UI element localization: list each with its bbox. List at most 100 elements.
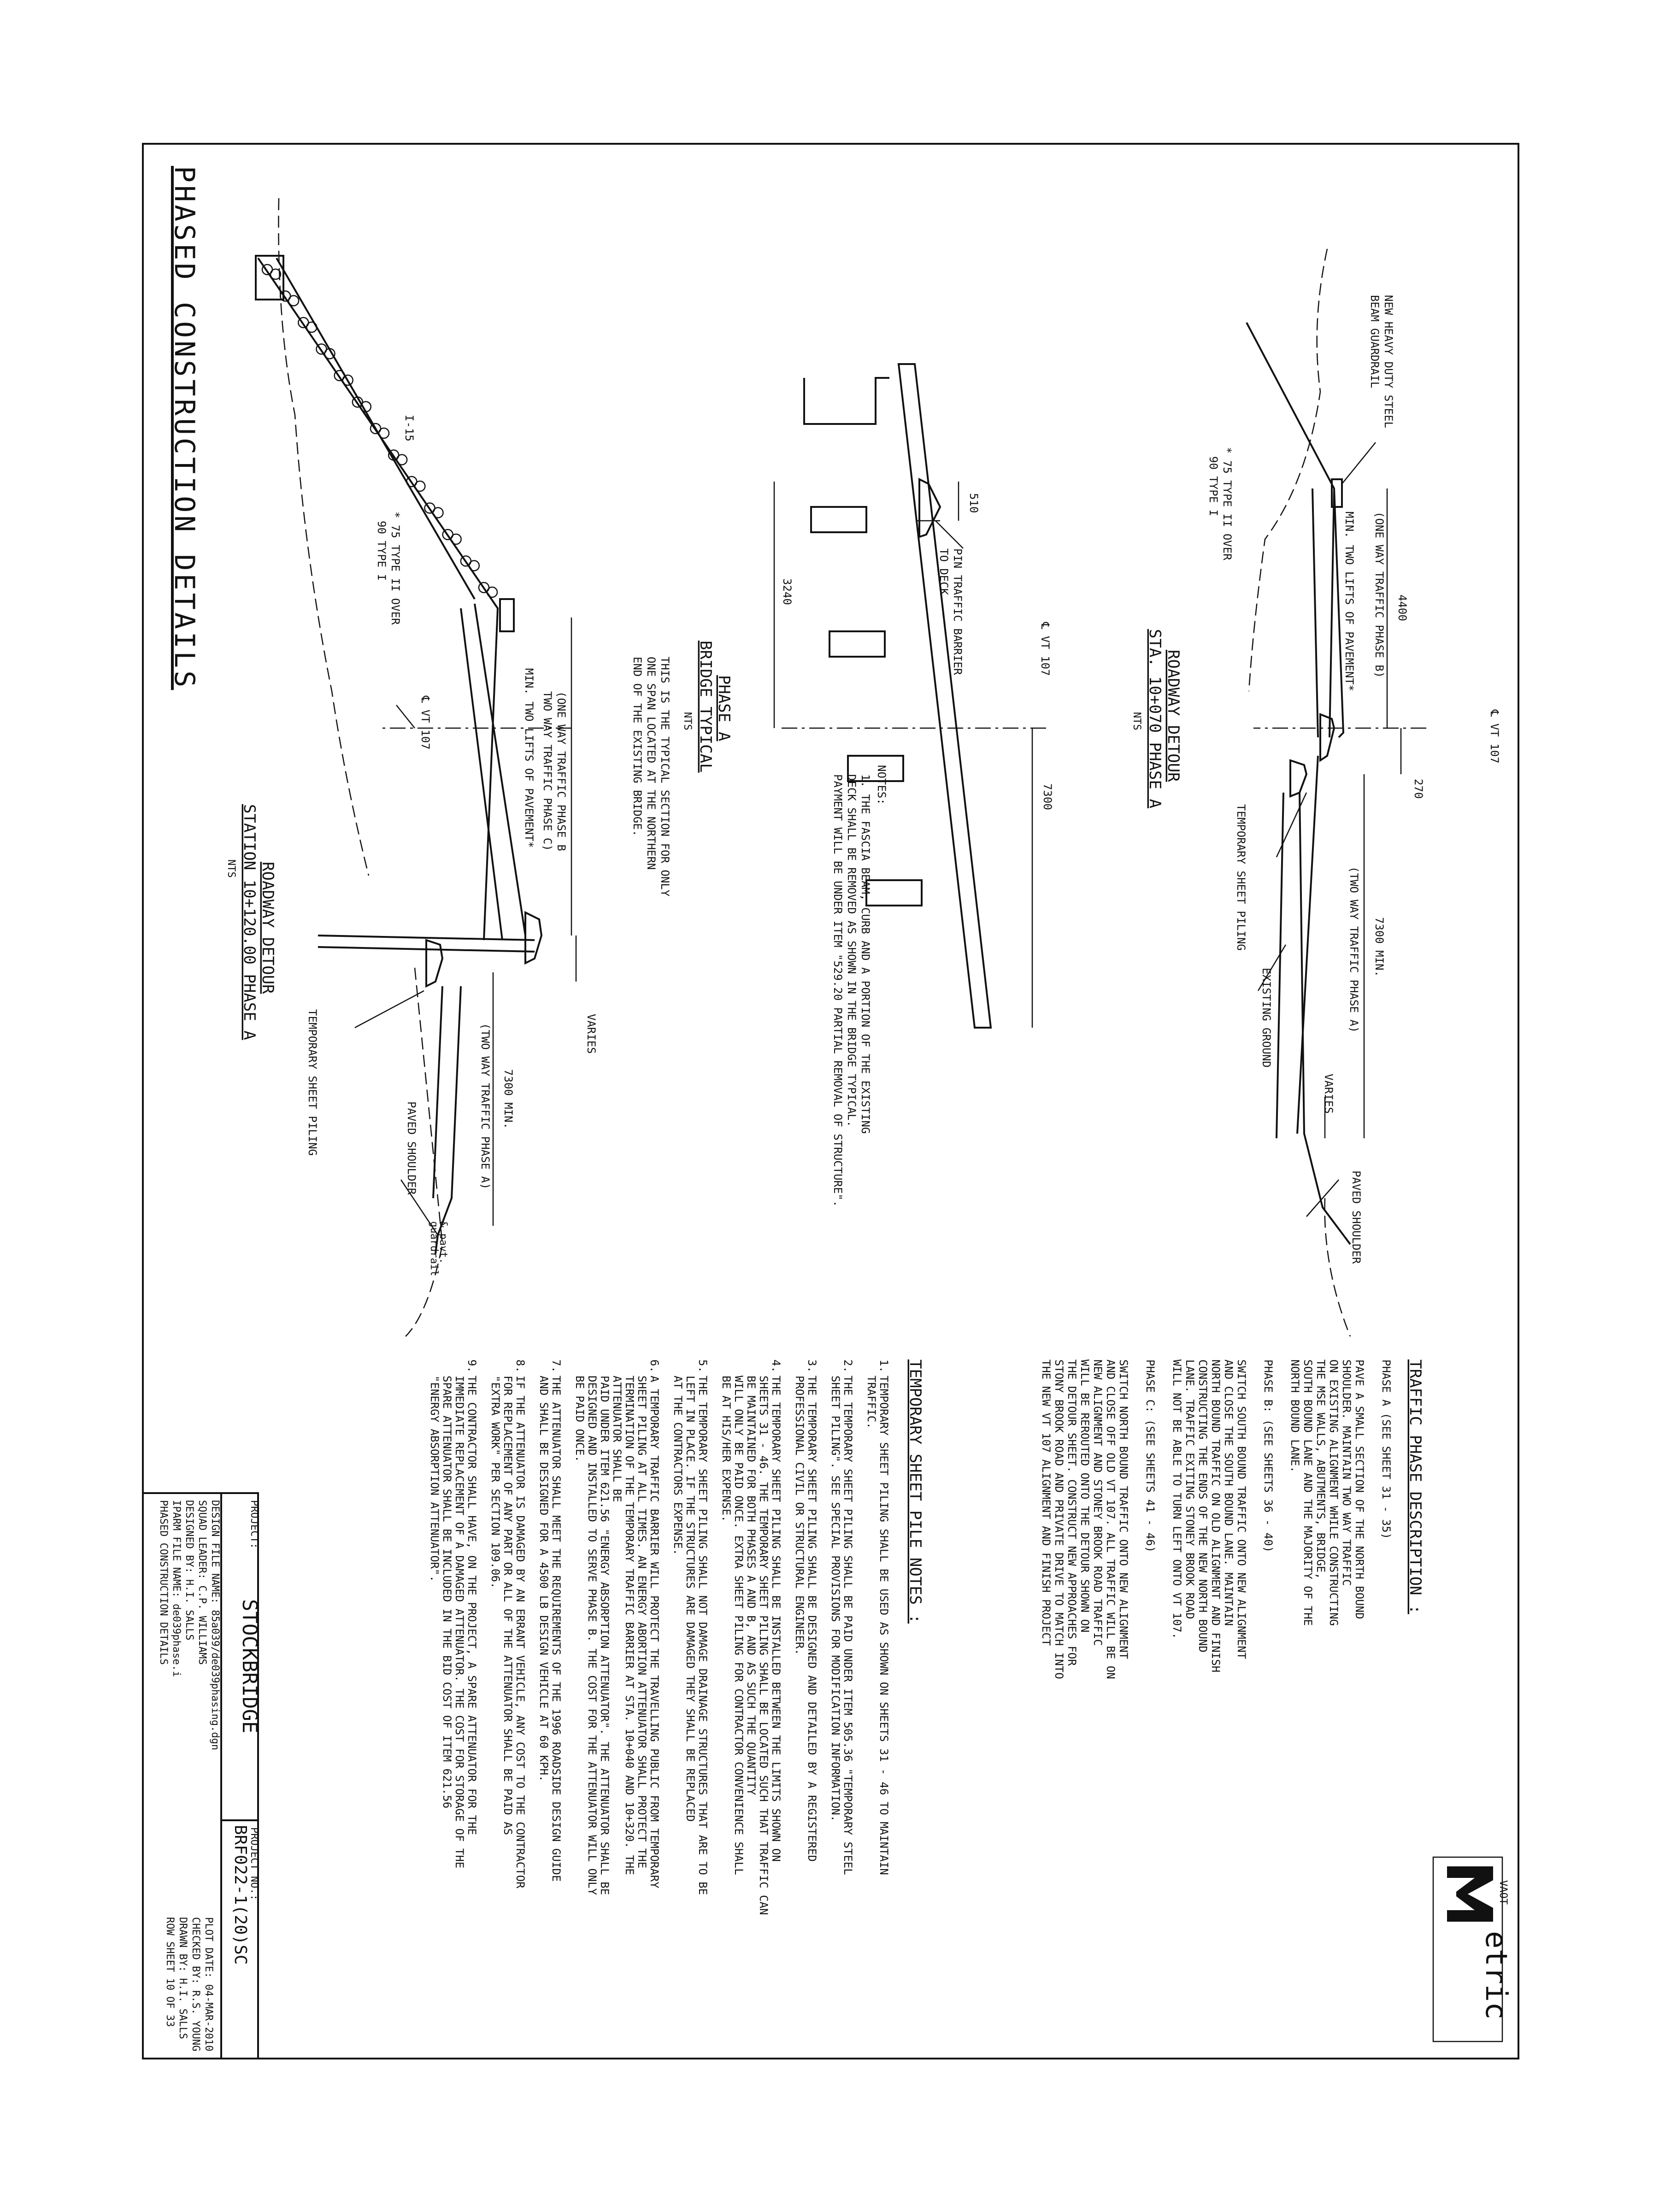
label-bridge-centerline: ℄ VT 107 [1039, 622, 1052, 676]
sheet-pile-note-line: TEMPORARY SHEET PILING SHALL BE USED AS … [877, 1376, 890, 1875]
riprap-stone [270, 268, 282, 280]
sheet-pile-note-line: SHEET PILING". SEE SPECIAL PROVISIONS FO… [829, 1376, 842, 1822]
guardrail-post-3 [499, 598, 515, 632]
leader-paved-shoulder [1306, 1179, 1339, 1217]
leader-cl-3 [396, 705, 415, 729]
label-i15: I-15 [403, 415, 416, 441]
label-dim-7300-3: 7300 MIN. [502, 1069, 515, 1129]
leader-guardrail [1341, 442, 1376, 484]
temporary-barrier [1319, 713, 1335, 762]
sheet-pile-note-line: TRAFFIC. [865, 1376, 878, 1429]
label-pvmt-3-1: & pavt. [437, 1221, 449, 1264]
project-no-label: PROJECT NO.: [248, 1827, 260, 1900]
sheet-pile-note-line: AT THE CONTRACTORS EXPENSE. [671, 1376, 684, 1555]
logo-frame [1432, 1856, 1503, 2042]
riprap-stone [378, 427, 390, 439]
sheet-pile-note-line: THE ATTENUATOR SHALL MEET THE REQUIREMEN… [550, 1376, 563, 1882]
riprap-stone [360, 401, 372, 412]
riprap-stones [255, 255, 498, 598]
label-dim-510: 510 [967, 493, 980, 513]
sheet-piling-3b [318, 946, 535, 953]
label-dim-270: 270 [1412, 779, 1425, 799]
road-3-base [432, 986, 443, 1199]
detail-2-scale: NTS [682, 712, 693, 730]
sheet-pile-note-line: LEFT IN PLACE. IF THE STRUCTURES ARE DAM… [684, 1376, 697, 1822]
sheet-pile-note-line: THE TEMPORARY SHEET PILING SHALL BE INST… [770, 1376, 782, 1862]
label-pavement-note-2: 90 TYPE I [1207, 456, 1220, 516]
beam-1 [810, 506, 867, 533]
label-pavement-note-3-1: * 75 TYPE II OVER [389, 512, 402, 625]
traffic-phase-line: NEW ALIGNMENT AND STONEY BROOK ROAD TRAF… [1091, 1359, 1104, 1646]
sheet-pile-note-line: BE AT HIS/HER EXPENSE. [720, 1376, 733, 1522]
riprap-toe [255, 255, 284, 300]
tb-line-5: PHASED CONSTRUCTION DETAILS [158, 1500, 169, 1665]
label-varies: VARIES [1322, 1074, 1335, 1114]
tb-line-1: DESIGN FILE NAME: 85a039/de039phasing.dg… [209, 1500, 221, 1750]
pavement-top [1329, 488, 1335, 738]
sheet-pile-note-line: WILL ONLY BE PAID ONCE. EXTRA SHEET PILI… [732, 1376, 745, 1875]
sheet-pile-note-number: 4. [770, 1359, 782, 1373]
pavement-3b [460, 608, 503, 941]
deck-end-left [803, 377, 889, 425]
label-existing-ground: EXISTING GROUND [1260, 968, 1273, 1068]
bridge-note-2: DECK SHALL BE REMOVED AS SHOWN IN THE BR… [845, 774, 858, 1127]
sheet-pile-note-line: IF THE ATTENUATOR IS DAMAGED BY AN ERRAN… [514, 1376, 527, 1888]
detail-1-labels: NEW HEAVY DUTY STEEL BEAM GUARDRAIL 4400… [1207, 295, 1501, 1264]
detail-roadway-detour-10070: NEW HEAVY DUTY STEEL BEAM GUARDRAIL 4400… [1131, 248, 1501, 1337]
label-sheet-piling-3: TEMPORARY SHEET PILING [306, 1009, 319, 1156]
label-dim-7300: 7300 MIN. [1373, 917, 1386, 977]
traffic-phase-line: SWITCH NORTH BOUND TRAFFIC ONTO NEW ALIG… [1117, 1359, 1130, 1659]
beam-4 [865, 879, 923, 906]
sheet-pile-notes-heading: TEMPORARY SHEET PILE NOTES : [906, 1359, 924, 1624]
label-lifts-3: MIN. TWO LIFTS OF PAVEMENT* [523, 668, 535, 848]
sheet-pile-note-line: A TEMPORARY TRAFFIC BARRIER WILL PROTECT… [648, 1376, 661, 1888]
traffic-phase-description: TRAFFIC PHASE DESCRIPTION : PHASE A (SEE… [1040, 1359, 1424, 1679]
title-block: PROJECT: STOCKBRIDGE PROJECT NO.: BRF022… [142, 1492, 261, 2059]
bridge-note-1: 1. THE FASCIA BEAM, CURB AND A PORTION O… [859, 774, 872, 1134]
detail-roadway-detour-10120: I-15 * 75 TYPE II OVER 90 TYPE I ℄ VT 10… [225, 198, 598, 1337]
label-centerline: ℄ VT 107 [1488, 709, 1501, 764]
sheet-pile-note-number: 2. [841, 1359, 854, 1373]
logo-m-icon [1447, 1866, 1493, 1922]
logo-text: etric [1479, 1931, 1513, 2020]
bridge-note-3: PAYMENT WILL BE UNDER ITEM "529.20 PARTI… [831, 774, 844, 1207]
tb-right-3: DRAWN BY: H.I. SALLS [177, 1917, 188, 2039]
traffic-phase-line: THE MSE WALLS, ABUTMENTS, BRIDGE, [1314, 1359, 1327, 1579]
sheet-pile-note-number: 7. [550, 1359, 563, 1373]
sheet-pile-note-line: AND SHALL BE DESIGNED FOR A 4500 LB DESI… [537, 1376, 550, 1782]
traffic-phase-line: PHASE A (SEE SHEET 31 - 35) [1380, 1359, 1393, 1539]
temporary-barrier-3b [425, 939, 444, 988]
label-dim-4400: 4400 [1396, 594, 1409, 621]
label-one-way-3-2: TWO WAY TRAFFIC PHASE C) [541, 691, 554, 851]
leader-existing-ground [1257, 944, 1287, 991]
label-one-way-b: (ONE WAY TRAFFIC PHASE B) [1373, 512, 1386, 678]
traffic-phase-line: ON EXISTING ALIGNMENT WHILE CONSTRUCTING [1327, 1359, 1340, 1626]
typical-note-3: END OF THE EXISTING BRIDGE. [631, 657, 644, 836]
traffic-phase-line: NORTH BOUND TRAFFIC ON OLD ALIGNMENT AND… [1209, 1359, 1222, 1672]
detail-1-scale: NTS [1131, 712, 1142, 730]
label-dim-3240: 3240 [781, 578, 794, 605]
pavement-3 [474, 603, 526, 936]
sheet-pile-note-line: SHEET PILING AT ALL TIMES. AN ENERGY ABO… [635, 1376, 648, 1868]
traffic-phase-line: STONY BROOK ROAD AND PRIVATE DRIVE TO MA… [1053, 1359, 1065, 1679]
traffic-phase-line: SHOULDER. MAINTAIN TWO WAY TRAFFIC [1340, 1359, 1353, 1586]
existing-ground-line [1248, 248, 1328, 692]
sheet-pile-note-line: THE CONTRACTOR SHALL HAVE, ON THE PROJEC… [465, 1376, 478, 1835]
riprap-stone [324, 348, 335, 359]
sheet-pile-note-line: ATTENUATOR SHALL BE [611, 1376, 624, 1502]
detail-2-subtitle: BRIDGE TYPICAL [696, 641, 715, 773]
traffic-phase-line: PHASE C: (SEE SHEETS 41 - 46) [1144, 1359, 1157, 1553]
sheet-pile-notes: TEMPORARY SHEET PILE NOTES : 1.TEMPORARY… [428, 1359, 924, 1915]
label-two-way-3: (TWO WAY TRAFFIC PHASE A) [479, 1023, 492, 1189]
label-dim-7300-bridge: 7300 [1041, 783, 1054, 810]
sheet-pile-note-line: SPARE ATTENUATOR SHALL BE INCLUDED IN TH… [441, 1376, 453, 1808]
existing-road [1299, 792, 1351, 1245]
label-pin-barrier-1: PIN TRAFFIC BARRIER [951, 548, 964, 675]
detail-1-title: ROADWAY DETOUR [1164, 650, 1182, 782]
tb-right-4: ROW SHEET 10 OF 33 [164, 1917, 176, 2027]
pinned-barrier [918, 477, 941, 538]
beam-3 [847, 755, 904, 782]
existing-ground-3 [278, 198, 370, 876]
traffic-phase-line: SOUTH BOUND LANE AND THE MAJORITY OF THE [1301, 1359, 1314, 1626]
